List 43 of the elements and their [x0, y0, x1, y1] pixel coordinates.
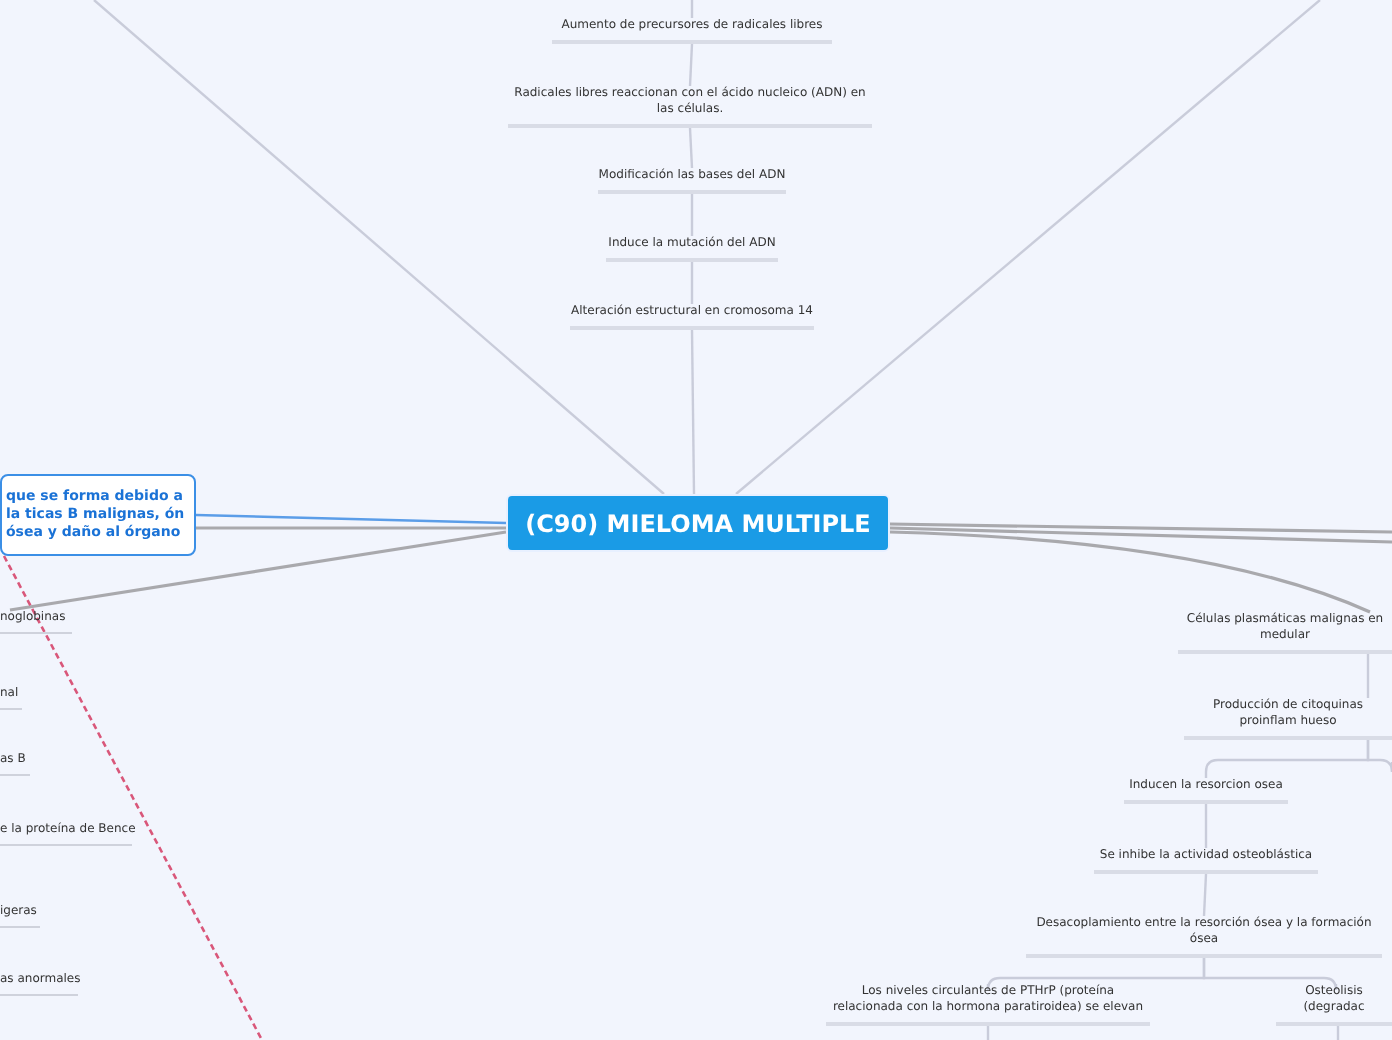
subtopic-item	[570, 304, 814, 330]
connector-line	[9, 530, 507, 612]
subtopic-item	[0, 972, 78, 996]
subtopic-item	[1026, 916, 1382, 958]
main-topic-box	[0, 474, 196, 556]
subtopic-item	[598, 168, 786, 194]
connector-line	[735, 0, 1321, 495]
connector-line	[889, 530, 1371, 614]
connector-line	[1366, 654, 1370, 698]
connector-line	[889, 522, 1392, 534]
subtopic-item	[1124, 778, 1288, 804]
central-topic-box	[506, 494, 890, 552]
connector-line	[1336, 1026, 1340, 1040]
subtopic-item	[0, 904, 40, 928]
subtopic-item	[0, 752, 30, 776]
connector-line	[2, 555, 264, 1040]
subtopic-item	[0, 686, 22, 710]
connector-line	[93, 0, 665, 495]
connector-line	[690, 262, 694, 304]
connector-line	[690, 0, 694, 18]
connector-line	[690, 330, 696, 494]
connector-line	[1204, 804, 1208, 848]
subtopic-item	[1276, 984, 1392, 1026]
connector-line	[196, 526, 506, 530]
subtopic-item	[0, 822, 132, 846]
connector-line	[688, 127, 694, 169]
connector-line	[1202, 873, 1208, 917]
subtopic-item	[1178, 612, 1392, 654]
connector-line	[1366, 740, 1392, 774]
subtopic-item	[826, 984, 1150, 1026]
connector-line	[986, 1026, 990, 1040]
subtopic-item	[0, 610, 72, 634]
connector-line	[688, 43, 694, 87]
connector-line	[195, 513, 507, 525]
subtopic-item	[508, 86, 872, 128]
subtopic-item	[1184, 698, 1392, 740]
subtopic-item	[552, 18, 832, 44]
topic-text: (C90) MIELOMA MULTIPLE	[525, 507, 871, 541]
subtopic-item	[1094, 848, 1318, 874]
connector-line	[1202, 958, 1338, 992]
connector-line	[889, 526, 1392, 544]
subtopic-item	[606, 236, 778, 262]
connector-line	[690, 194, 694, 236]
